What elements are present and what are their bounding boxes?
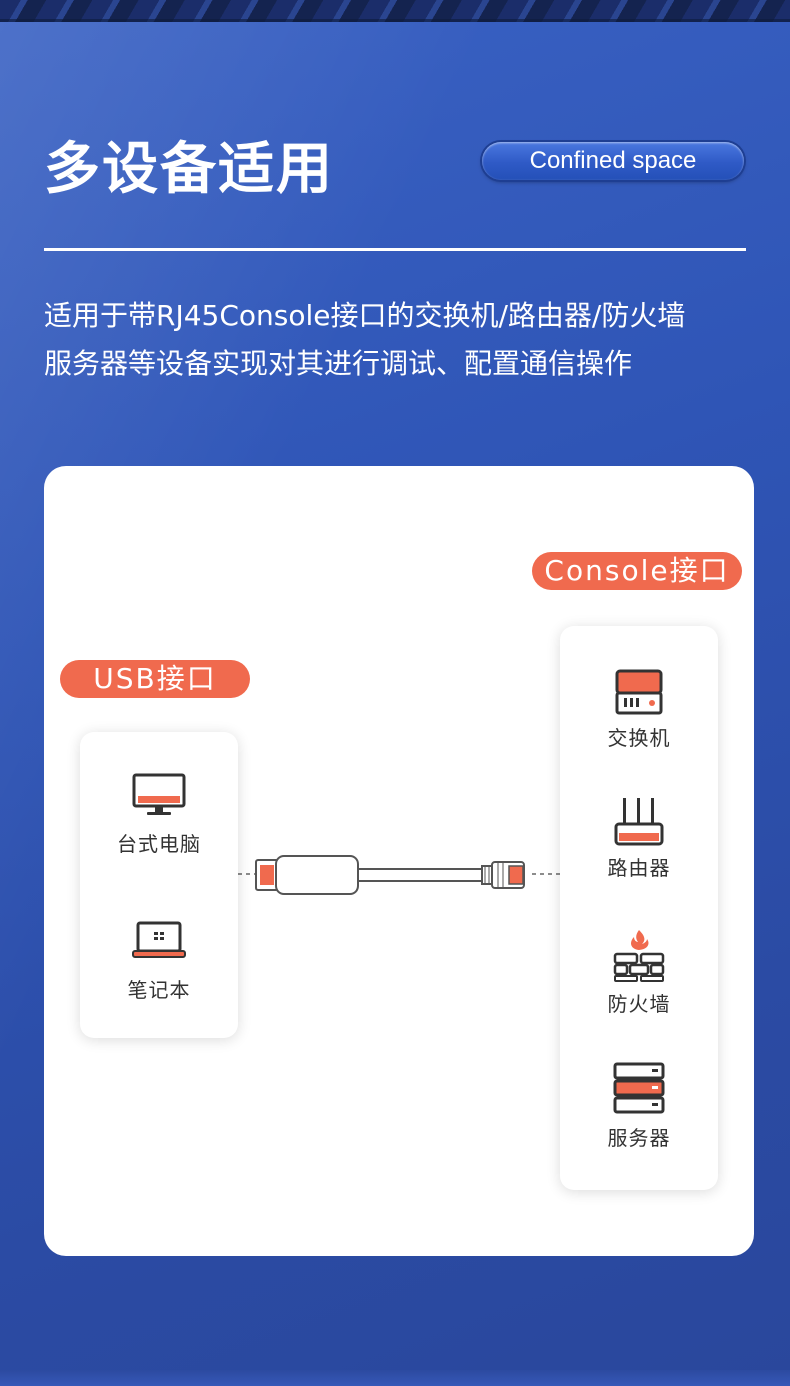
description-line-1: 适用于带RJ45Console接口的交换机/路由器/防火墙 xyxy=(44,299,686,332)
device-label: 台式电脑 xyxy=(117,832,201,856)
router-icon xyxy=(614,798,664,846)
desktop-monitor-icon xyxy=(132,773,186,815)
device-firewall: 防火墙 xyxy=(560,928,718,1017)
switch-icon xyxy=(615,669,663,715)
console-port-tag: Console接口 xyxy=(532,552,742,590)
bottom-strip xyxy=(0,1370,790,1386)
firewall-icon xyxy=(613,930,665,982)
usb-device-box: 台式电脑 笔记本 xyxy=(80,732,238,1038)
server-icon xyxy=(613,1062,665,1114)
usb-port-tag: USB接口 xyxy=(60,660,250,698)
device-desktop: 台式电脑 xyxy=(80,772,238,857)
device-laptop: 笔记本 xyxy=(80,920,238,1003)
laptop-icon xyxy=(132,921,186,958)
description-line-2: 服务器等设备实现对其进行调试、配置通信操作 xyxy=(44,347,633,380)
device-switch: 交换机 xyxy=(560,668,718,751)
device-router: 路由器 xyxy=(560,796,718,881)
usb-to-rj45-cable xyxy=(255,855,525,895)
device-label: 交换机 xyxy=(607,726,671,750)
device-server: 服务器 xyxy=(560,1062,718,1151)
console-device-box: 交换机 路由器 防火墙 xyxy=(560,626,718,1190)
confined-space-badge: Confined space xyxy=(482,142,744,180)
device-label: 路由器 xyxy=(607,856,671,880)
top-photo-strip xyxy=(0,0,790,22)
description: 适用于带RJ45Console接口的交换机/路由器/防火墙 服务器等设备实现对其… xyxy=(44,292,754,388)
device-label: 笔记本 xyxy=(127,978,191,1002)
diagram-panel: USB接口 Console接口 台式电脑 笔记本 xyxy=(44,466,754,1256)
page-title: 多设备适用 xyxy=(44,137,334,202)
device-label: 服务器 xyxy=(607,1126,671,1150)
divider xyxy=(44,248,746,251)
device-label: 防火墙 xyxy=(607,992,671,1016)
